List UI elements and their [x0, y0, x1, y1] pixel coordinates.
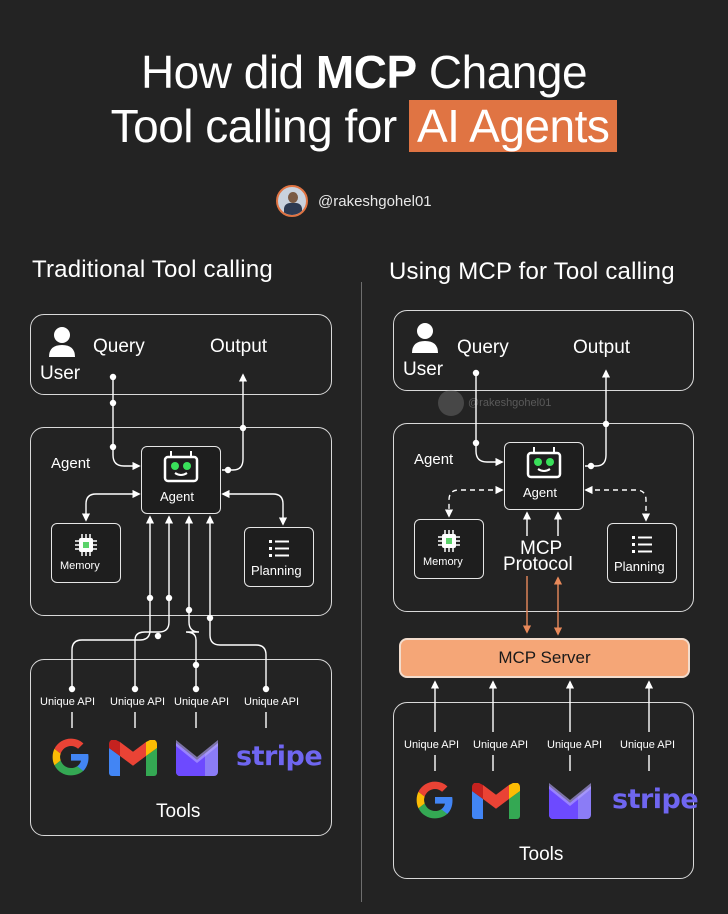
left-user-label: User — [40, 363, 81, 384]
robot-icon — [526, 447, 562, 479]
title-line-2: Tool calling for AI Agents — [0, 98, 728, 154]
mcp-server: MCP Server — [399, 638, 690, 678]
right-tools-label: Tools — [519, 844, 564, 865]
left-query-label: Query — [93, 336, 145, 357]
google-icon — [52, 738, 89, 776]
gmail-icon — [472, 783, 520, 819]
proton-mail-icon — [549, 783, 591, 819]
right-api-label: Unique API — [473, 739, 529, 751]
right-api-label: Unique API — [620, 739, 676, 751]
right-user-label: User — [403, 359, 444, 380]
left-agent-section-label: Agent — [51, 455, 91, 472]
right-tools-box — [393, 702, 694, 879]
left-output-label: Output — [210, 336, 268, 357]
chip-icon — [438, 530, 460, 552]
mcp-protocol-line2: Protocol — [503, 554, 573, 575]
avatar — [276, 185, 308, 217]
left-user-box — [30, 314, 332, 395]
mcp-protocol-line1: MCP — [520, 538, 563, 559]
chip-icon — [75, 534, 97, 556]
right-api-label: Unique API — [547, 739, 603, 751]
stripe-logo: stripe — [612, 784, 699, 815]
right-agent-box — [393, 423, 694, 612]
right-section-title: Using MCP for Tool calling — [389, 258, 675, 285]
left-agent-box — [30, 427, 332, 616]
author-handle: @rakeshgohel01 — [318, 192, 432, 210]
robot-icon — [163, 451, 199, 483]
google-icon — [416, 781, 453, 819]
user-icon — [412, 323, 438, 353]
author: @rakeshgohel01 — [276, 184, 432, 218]
left-planning-label: Planning — [251, 563, 302, 578]
right-agent-section-label: Agent — [414, 451, 454, 468]
title-highlight: AI Agents — [408, 100, 618, 152]
gmail-icon — [109, 740, 157, 776]
left-api-label: Unique API — [40, 696, 96, 708]
right-agent-node-label: Agent — [523, 485, 557, 500]
left-api-label: Unique API — [110, 696, 166, 708]
list-icon — [632, 536, 652, 553]
divider — [361, 282, 362, 902]
left-agent-node-label: Agent — [160, 489, 194, 504]
right-planning-node — [607, 523, 677, 583]
user-icon — [49, 327, 75, 357]
left-api-label: Unique API — [174, 696, 230, 708]
right-user-box — [393, 310, 694, 391]
left-memory-label: Memory — [60, 560, 100, 572]
right-api-label: Unique API — [404, 739, 460, 751]
right-query-label: Query — [457, 337, 509, 358]
list-icon — [269, 540, 289, 557]
left-api-label: Unique API — [244, 696, 300, 708]
left-section-title: Traditional Tool calling — [32, 256, 273, 283]
watermark: @rakeshgohel01 — [438, 390, 551, 416]
proton-mail-icon — [176, 740, 218, 776]
right-output-label: Output — [573, 337, 631, 358]
right-planning-label: Planning — [614, 559, 665, 574]
left-tools-box — [30, 659, 332, 836]
left-tools-label: Tools — [156, 801, 201, 822]
stripe-logo: stripe — [236, 741, 323, 772]
title-line-1: How did MCP Change — [140, 46, 588, 98]
right-memory-label: Memory — [423, 556, 463, 568]
